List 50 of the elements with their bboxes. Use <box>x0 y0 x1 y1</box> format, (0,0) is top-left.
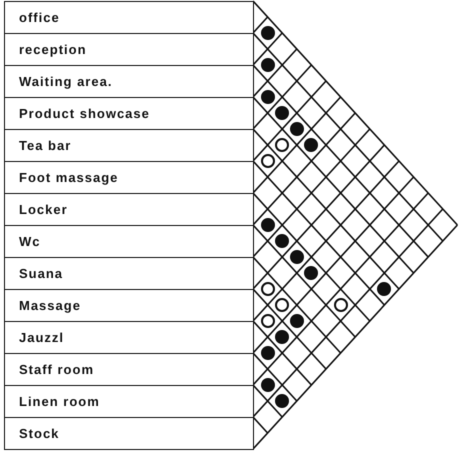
filled-dot <box>290 122 304 136</box>
room-row-box <box>4 289 254 322</box>
open-circle <box>334 298 348 312</box>
room-name: reception <box>18 42 87 57</box>
filled-dot <box>304 266 318 280</box>
filled-dot <box>260 58 275 72</box>
room-name: Waiting area. <box>18 74 112 89</box>
room-name: Product showcase <box>18 106 150 121</box>
room-row-box <box>4 385 254 418</box>
room-row-box <box>4 353 254 386</box>
room-row-box <box>4 321 254 354</box>
open-circle <box>260 282 275 296</box>
room-name: Foot massage <box>18 170 118 185</box>
room-row-box <box>4 225 254 258</box>
room-row-box <box>4 129 254 162</box>
filled-dot <box>275 394 290 408</box>
room-row-box <box>4 417 254 450</box>
filled-dot <box>260 378 275 392</box>
room-name: Massage <box>18 298 81 313</box>
room-row-box <box>4 161 254 194</box>
filled-dot <box>260 26 275 40</box>
filled-dot <box>260 90 275 104</box>
room-row-box <box>4 1 254 34</box>
room-name: Wc <box>18 234 40 249</box>
room-row-box <box>4 33 254 66</box>
room-name: Tea bar <box>18 138 72 153</box>
room-name: Jauzzl <box>18 330 64 345</box>
room-row-box <box>4 65 254 98</box>
filled-dot <box>377 282 392 296</box>
filled-dot <box>260 346 275 360</box>
open-circle <box>275 138 290 152</box>
room-name: Suana <box>18 266 64 281</box>
open-circle <box>260 314 275 328</box>
room-name: Locker <box>18 202 68 217</box>
open-circle <box>275 298 290 312</box>
open-circle <box>260 154 275 168</box>
filled-dot <box>275 106 290 120</box>
room-row-box <box>4 97 254 130</box>
filled-dot <box>304 138 318 152</box>
room-name: office <box>18 10 60 25</box>
room-row-box <box>4 193 254 226</box>
room-name: Stock <box>18 426 60 441</box>
room-name: Linen room <box>18 394 100 409</box>
filled-dot <box>275 330 290 344</box>
filled-dot <box>260 218 275 232</box>
room-name: Staff room <box>18 362 94 377</box>
filled-dot <box>275 234 290 248</box>
room-row-box <box>4 257 254 290</box>
filled-dot <box>290 314 304 328</box>
filled-dot <box>290 250 304 264</box>
